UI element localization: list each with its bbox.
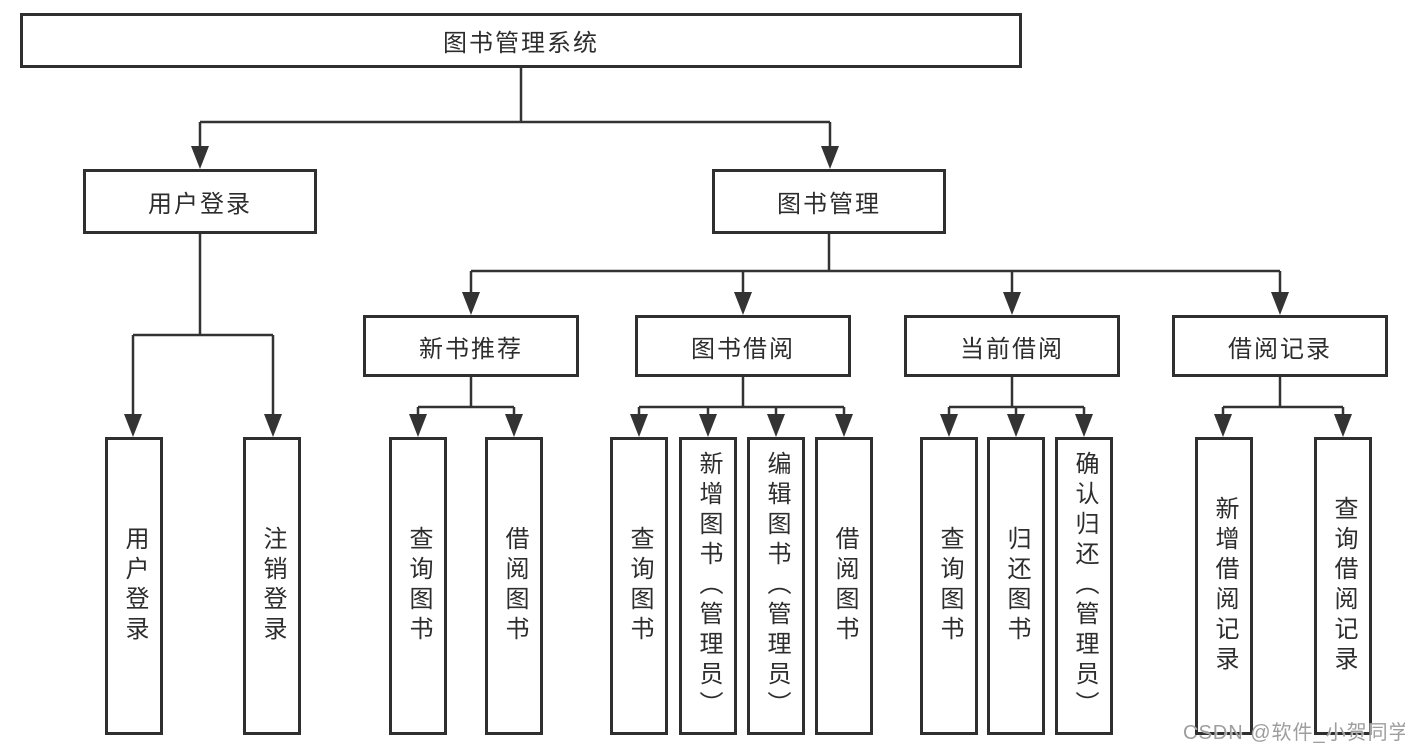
node-book-borrowing-label: 图书借阅 [691,335,795,363]
leaf-return-books-label: 归还图书 [1003,526,1030,646]
leaf-confirm-return-admin-label: 确认归还（管理员） [1071,451,1098,721]
leaf-user-login-label: 用户登录 [121,526,148,646]
leaf-recommend-borrow-books: 借阅图书 [485,437,543,735]
leaf-add-books-admin: 新增图书（管理员） [679,437,737,735]
tree-edges [131,68,1345,415]
node-borrowing-records-label: 借阅记录 [1228,335,1332,363]
leaf-user-login: 用户登录 [105,437,163,735]
node-current-borrowing: 当前借阅 [904,315,1120,377]
node-user-login-label: 用户登录 [148,191,252,218]
node-user-login: 用户登录 [83,169,317,234]
node-library-system-root: 图书管理系统 [20,13,1022,68]
leaf-edit-books-admin: 编辑图书（管理员） [747,437,805,735]
node-borrowing-records: 借阅记录 [1172,315,1388,377]
leaf-logout-label: 注销登录 [259,526,286,646]
leaf-current-query-books-label: 查询图书 [936,526,963,646]
node-current-borrowing-label: 当前借阅 [960,335,1064,363]
leaf-add-books-admin-label: 新增图书（管理员） [695,451,722,721]
leaf-add-borrow-record: 新增借阅记录 [1195,437,1253,735]
node-book-management: 图书管理 [712,169,946,234]
leaf-current-query-books: 查询图书 [920,437,978,735]
csdn-watermark: CSDN @软件_小贺同学 [1183,722,1405,744]
leaf-recommend-query-books: 查询图书 [389,437,447,735]
leaf-query-borrow-record-label: 查询借阅记录 [1330,496,1357,676]
node-new-book-recommend: 新书推荐 [363,315,579,377]
leaf-borrow-query-books-label: 查询图书 [626,526,653,646]
node-book-management-label: 图书管理 [777,191,881,218]
leaf-logout: 注销登录 [243,437,301,735]
leaf-recommend-query-books-label: 查询图书 [405,526,432,646]
leaf-borrow-books: 借阅图书 [815,437,873,735]
node-library-system-root-label: 图书管理系统 [443,30,599,57]
node-book-borrowing: 图书借阅 [635,315,851,377]
leaf-add-borrow-record-label: 新增借阅记录 [1211,496,1238,676]
leaf-return-books: 归还图书 [987,437,1045,735]
leaf-borrow-query-books: 查询图书 [610,437,668,735]
node-new-book-recommend-label: 新书推荐 [419,335,523,363]
leaf-borrow-books-label: 借阅图书 [831,526,858,646]
leaf-query-borrow-record: 查询借阅记录 [1314,437,1372,735]
leaf-recommend-borrow-books-label: 借阅图书 [501,526,528,646]
leaf-edit-books-admin-label: 编辑图书（管理员） [763,451,790,721]
leaf-confirm-return-admin: 确认归还（管理员） [1055,437,1113,735]
